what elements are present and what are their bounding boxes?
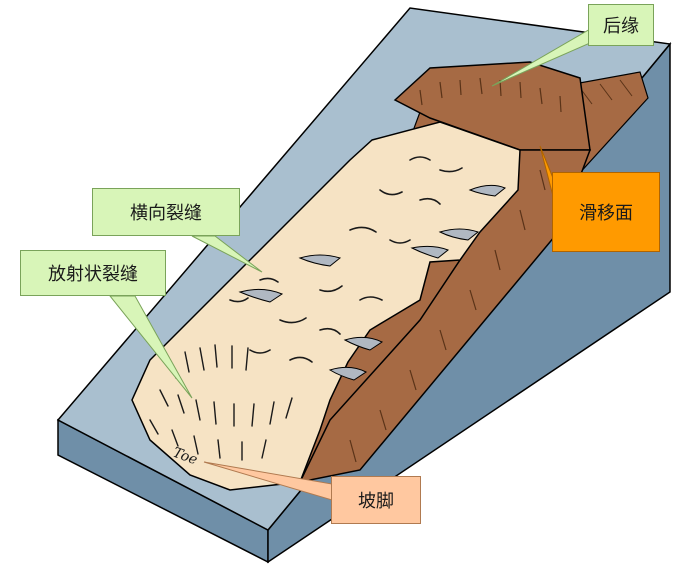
- transverse-cracks-label: 横向裂缝: [92, 188, 240, 236]
- transverse-crack: [438, 228, 480, 241]
- transverse-pointer: [191, 235, 263, 273]
- slip-surface-label: 滑移面: [552, 172, 660, 252]
- transverse-crack: [343, 336, 384, 351]
- crown-label: 后缘: [588, 4, 654, 46]
- transverse-crack: [298, 254, 342, 267]
- toe-label: 坡脚: [331, 476, 421, 524]
- transverse-crack: [328, 366, 367, 381]
- slide-body: [131, 121, 521, 491]
- transverse-crack: [468, 184, 506, 197]
- radial-cracks-label: 放射状裂缝: [20, 250, 166, 296]
- transverse-crack: [410, 245, 449, 259]
- radial-pointer: [108, 295, 193, 399]
- transverse-crack: [238, 288, 284, 303]
